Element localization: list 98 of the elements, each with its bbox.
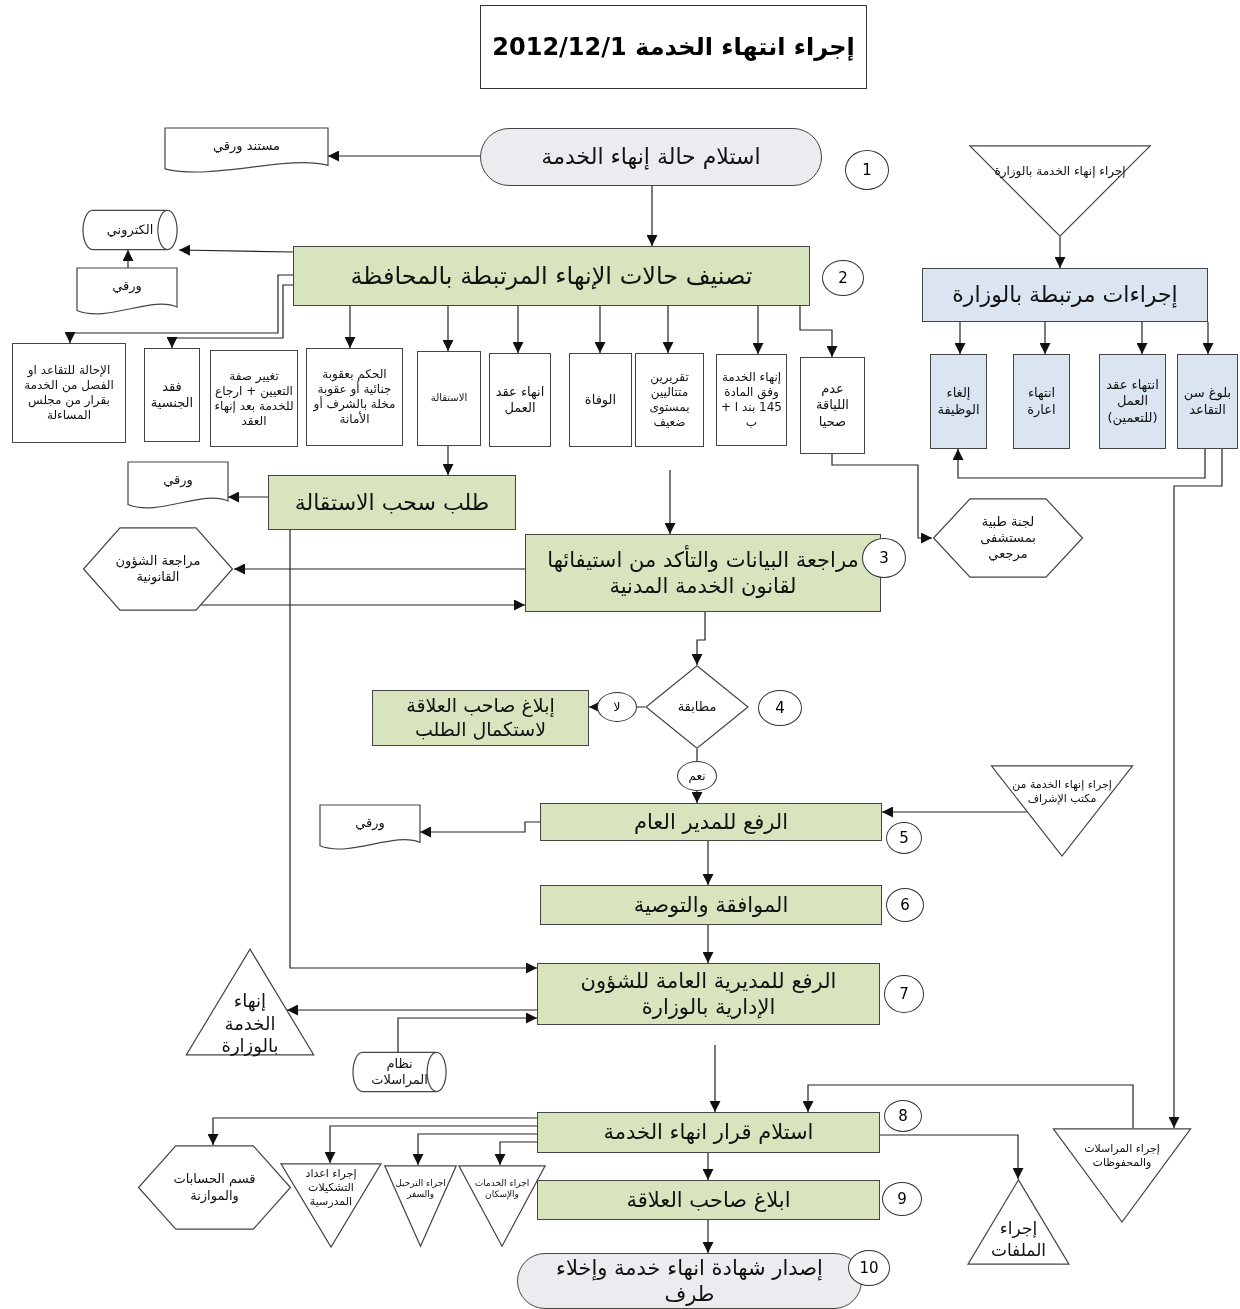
arrow (954, 321, 966, 355)
inverted-triangle: إجراء إنهاء الخدمة من مكتب الإشراف (990, 765, 1134, 857)
arrow (952, 448, 1206, 479)
process-box: الإحالة للتقاعد او الفصل من الخدمة بقرار من مجلس المساءلة (12, 343, 126, 443)
arrow (227, 491, 269, 503)
arrow (646, 185, 658, 247)
arrow (178, 244, 294, 256)
arrow (207, 1117, 538, 1146)
process-box: طلب سحب الاستقالة (268, 475, 516, 530)
process-box: عدم اللياقة صحيا (800, 357, 865, 454)
step-number: 10 (848, 1250, 890, 1286)
arrow (200, 599, 526, 611)
arrow (166, 284, 294, 349)
process-box: ابلاغ صاحب العلاقة (537, 1180, 880, 1220)
arrow (702, 840, 714, 886)
arrow (831, 453, 933, 544)
process-box: الرفع للمدير العام (540, 803, 882, 841)
storage-cylinder: نظام المراسلات (353, 1052, 448, 1092)
arrow (233, 563, 526, 575)
arrow (1039, 321, 1051, 355)
arrow (494, 1141, 538, 1166)
arrow (691, 611, 706, 666)
process-box: الوفاة (569, 353, 632, 447)
arrow (709, 1044, 721, 1113)
arrow (879, 1134, 1024, 1180)
arrow (286, 1004, 538, 1016)
process-box: الحكم بعقوبة جنائية أو عقوبة مخلة بالشرف أو الأمانة (306, 348, 403, 446)
process-box: فقد الجنسية (144, 348, 200, 442)
terminal-shape: استلام حالة إنهاء الخدمة (480, 128, 822, 186)
arrow (442, 305, 454, 352)
process-box: الرفع للمديرية العامة للشؤون الإدارية بالوزارة (537, 963, 880, 1025)
document-shape: ورقي (320, 805, 420, 853)
process-box: انتهاء اعارة (1013, 354, 1070, 449)
arrow (662, 305, 674, 354)
process-box: تقريرين متتاليين بمستوى ضعيف (635, 353, 704, 447)
arrow (397, 1012, 538, 1053)
hexagon-shape: قسم الحسابات والموازنة (137, 1145, 292, 1230)
process-box: انهاء عقد العمل (489, 353, 551, 447)
arrow (1168, 448, 1223, 1129)
process-box: بلوغ سن التقاعد (1177, 354, 1238, 449)
arrow (664, 469, 676, 535)
step-number: 6 (886, 888, 924, 922)
arrow (327, 150, 481, 162)
hexagon-shape: مراجعة الشؤون القانونية (82, 527, 234, 611)
arrow (344, 305, 356, 349)
process-box: تصنيف حالات الإنهاء المرتبطة بالمحافظة (293, 246, 810, 306)
process-box: إلغاء الوظيفة (930, 354, 987, 449)
inverted-triangle: اجراء الترحيل والسفر (384, 1165, 457, 1247)
process-box: إجراءات مرتبطة بالوزارة (922, 268, 1208, 322)
arrow (702, 1152, 714, 1181)
inverted-triangle: إجراء اعداد التشكيلات المدرسية (280, 1163, 382, 1248)
decision-diamond: مطابقة (645, 665, 749, 749)
terminal-shape: إصدار شهادة انهاء خدمة وإخلاء طرف (517, 1253, 862, 1309)
arrow (802, 1084, 1134, 1129)
arrow (324, 1125, 538, 1164)
step-number: 1 (845, 150, 889, 190)
process-box: الاستقالة (417, 351, 481, 446)
arrow (442, 445, 454, 476)
storage-cylinder: الكتروني (83, 210, 179, 250)
edge-label: نعم (677, 761, 717, 791)
edge-label: لا (597, 692, 637, 722)
process-box: الموافقة والتوصية (540, 885, 882, 925)
arrow (799, 305, 838, 358)
arrow (752, 305, 764, 355)
arrow (512, 305, 524, 354)
arrow (702, 1219, 714, 1254)
document-shape: مستند ورقي (165, 128, 328, 176)
title: إجراء انتهاء الخدمة 2012/12/1 (480, 5, 867, 89)
arrow (702, 924, 714, 964)
step-number: 3 (862, 538, 906, 578)
arrow (1054, 236, 1066, 269)
process-box: انتهاء عقد العمل (للتعمين) (1099, 354, 1166, 449)
process-box: إبلاغ صاحب العلاقة لاستكمال الطلب (372, 690, 589, 746)
inverted-triangle: إجراء المراسلات والمحفوظات (1052, 1128, 1192, 1223)
arrow (289, 529, 538, 974)
process-box: استلام قرار انهاء الخدمة (537, 1112, 880, 1153)
step-number: 7 (884, 975, 924, 1013)
inverted-triangle: اجراء الخدمات والإسكان (458, 1165, 546, 1247)
process-box: إنهاء الخدمة وفق المادة 145 بند ا + ب (716, 354, 787, 446)
inverted-triangle: إجراء إنهاء الخدمة بالوزارة (968, 145, 1152, 237)
arrow (594, 305, 606, 354)
triangle-shape: إجراء الملفات (967, 1179, 1070, 1265)
hexagon-shape: لجنة طبية بمستشفى مرجعي (932, 498, 1084, 578)
step-number: 5 (886, 822, 922, 854)
arrow (412, 1133, 538, 1166)
step-number: 8 (884, 1100, 922, 1132)
step-number: 4 (758, 690, 802, 726)
step-number: 2 (822, 260, 864, 296)
arrow (419, 821, 541, 838)
arrow (64, 274, 294, 344)
arrow (881, 806, 1028, 818)
arrow (122, 249, 134, 269)
process-box: تغيير صفة التعيين + ارجاع للخدمة بعد إنهاء العقد (210, 350, 298, 447)
process-box: مراجعة البيانات والتأكد من استيفائها لقانون الخدمة المدنية (525, 534, 881, 612)
arrow (1136, 321, 1148, 355)
triangle-shape: إنهاء الخدمة بالوزارة (185, 948, 315, 1056)
step-number: 9 (882, 1182, 922, 1216)
arrow (1202, 321, 1214, 355)
